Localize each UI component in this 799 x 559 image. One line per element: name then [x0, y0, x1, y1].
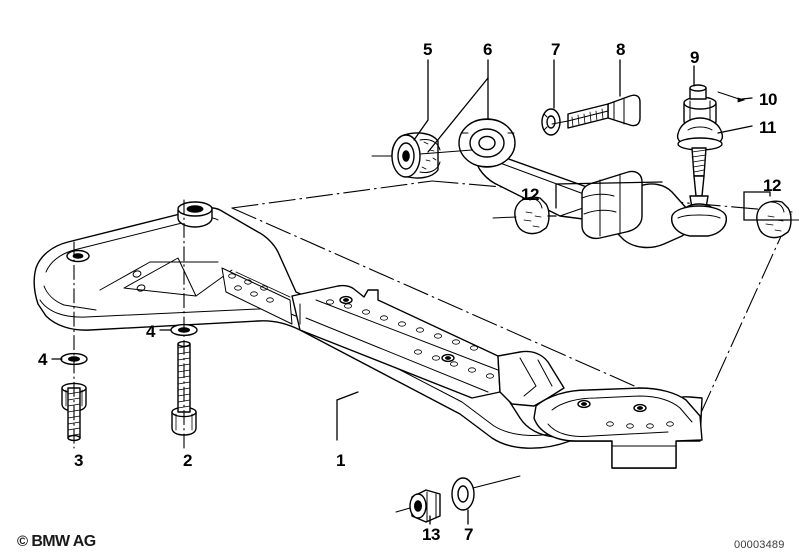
callout-label-7b: 7 [464, 525, 473, 544]
callout-label-13: 13 [422, 525, 440, 544]
leader-line-11 [717, 125, 753, 134]
drawing-number: 00003489 [734, 539, 785, 551]
callout-label-4b: 4 [146, 322, 155, 341]
callout-label-1: 1 [336, 451, 345, 470]
copyright-owner: BMW AG [31, 533, 96, 550]
callout-label-5: 5 [423, 40, 432, 59]
callout-label-3: 3 [74, 451, 83, 470]
callout-label-8: 8 [616, 40, 625, 59]
wishbone-control-arm [458, 118, 693, 249]
callout-label-2: 2 [183, 451, 192, 470]
leader-line-6b [427, 77, 489, 153]
leader-lines [413, 59, 791, 525]
hex-bolt-upper [551, 94, 641, 129]
callout-label-6: 6 [483, 40, 492, 59]
leader-line-5 [413, 59, 429, 141]
rubber-mounting-bush [371, 132, 473, 179]
callout-label-12b: 12 [763, 176, 781, 195]
leader-line-12a [555, 181, 663, 209]
callout-label-4a: 4 [38, 350, 47, 369]
washer-upper [541, 108, 561, 136]
callout-label-12a: 12 [521, 185, 539, 204]
ball-joint-assembly [671, 84, 746, 237]
rubber-stop-buffer-left [492, 196, 550, 235]
callout-label-7a: 7 [551, 40, 560, 59]
leader-line-10 [741, 97, 753, 100]
washer-bottom [451, 475, 521, 511]
copyright-symbol: © [17, 533, 28, 550]
front-axle-support [33, 201, 703, 469]
copyright-notice: © BMW AG [17, 533, 96, 551]
construction-plane-lines [231, 180, 793, 416]
callout-label-9: 9 [690, 48, 699, 67]
callout-label-10: 10 [759, 90, 777, 109]
leader-line-1 [336, 391, 359, 441]
hex-nut-bottom [395, 489, 441, 523]
leader-line-12b [743, 191, 791, 221]
callout-label-11: 11 [759, 118, 776, 137]
